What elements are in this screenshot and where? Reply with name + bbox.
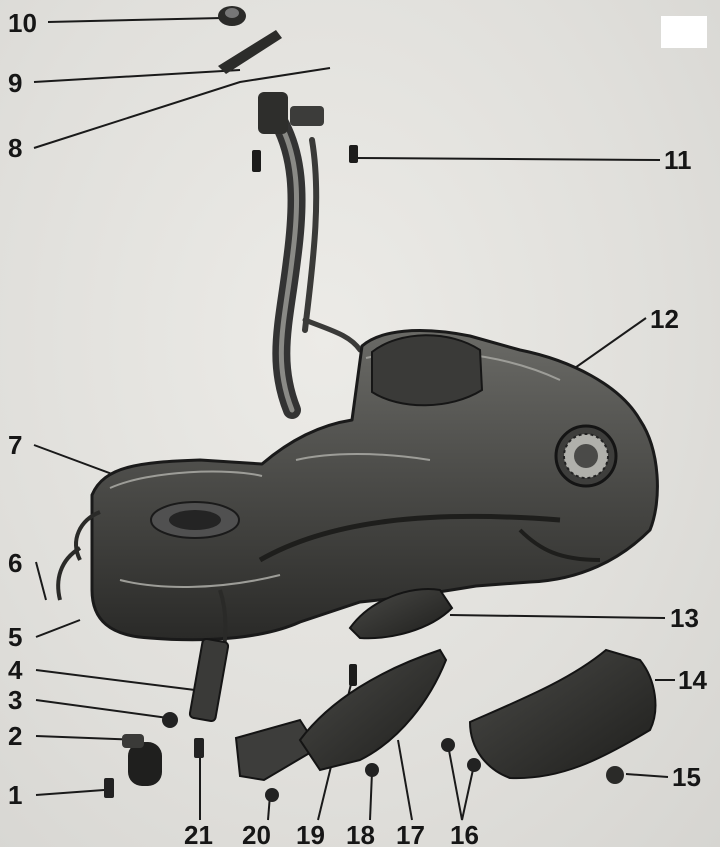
callout-8: 8 [8,133,23,163]
callout-6: 6 [8,548,23,578]
callout-4: 4 [8,655,23,685]
bracket [188,637,230,723]
callout-1: 1 [8,780,23,810]
tank-strap [258,513,561,563]
filler-cap [218,6,246,26]
fuel-tank [90,329,659,642]
nut-18 [365,763,379,777]
nuts-16 [441,738,481,772]
nut-20 [265,788,279,802]
callout-13: 13 [670,603,699,633]
callout-10: 10 [8,8,37,38]
callout-15: 15 [672,762,701,792]
callout-11: 11 [664,145,692,175]
tank-raised-module [371,334,484,407]
mounting-bracket [234,718,320,782]
fuel-filter [122,734,162,786]
callout-18: 18 [346,820,375,847]
screws-top [252,145,358,172]
callout-12: 12 [650,304,679,334]
callout-14: 14 [678,665,707,695]
callout-7: 7 [8,430,23,460]
callout-17: 17 [396,820,425,847]
filler-neck [263,101,363,419]
nuts-left [104,712,204,798]
sender-unit-cap-right [554,424,618,488]
callout-20: 20 [242,820,271,847]
callout-2: 2 [8,721,23,751]
nut-15 [606,766,624,784]
callout-5: 5 [8,622,23,652]
filler-neck-head [258,92,288,134]
callout-3: 3 [8,685,23,715]
filler-seal [218,30,282,74]
callout-9: 9 [8,68,23,98]
heat-shield-large [298,648,448,772]
callout-19: 19 [296,820,325,847]
callout-16: 16 [450,820,479,847]
callout-21: 21 [184,820,213,847]
heat-shield-small [348,588,454,640]
heat-shield-rear [468,648,657,780]
bolt-19 [349,664,357,686]
corner-mark [661,16,707,48]
